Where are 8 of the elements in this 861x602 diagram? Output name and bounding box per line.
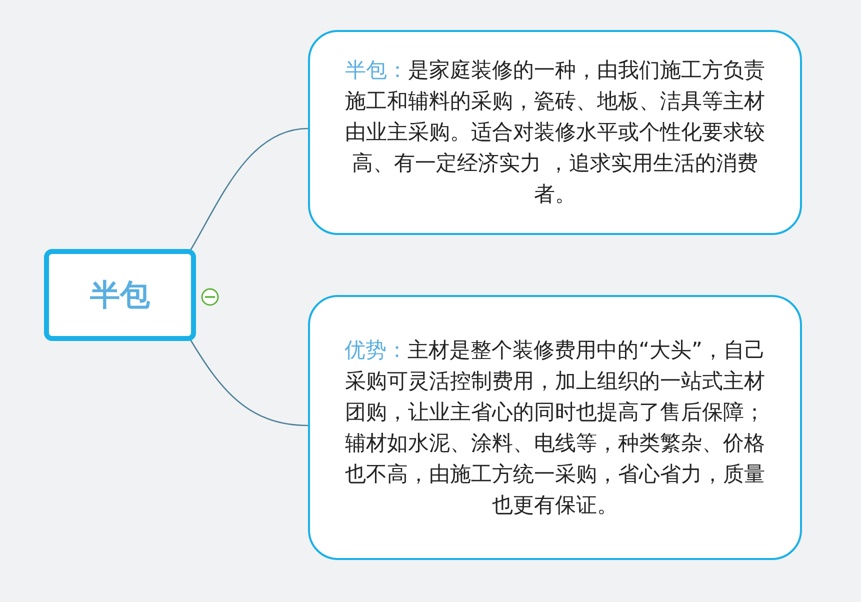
subtopic-box [308, 295, 802, 560]
connector-line [189, 338, 308, 426]
connector-line [189, 128, 308, 252]
description-text: 优势：主材是整个装修费用中的“大头”，自己采购可灵活控制费用，加上组织的一站式主材团购，让业主省心的同时也提高了售后保障；辅材如水泥、涂料、电线等，种类繁杂、价格也不高，由施工方统一采购，省心省力，质量也更有保证。 [344, 336, 766, 518]
subtopic-box [308, 30, 802, 235]
description-text: 半包：是家庭装修的一种，由我们施工方负责施工和辅料的采购，瓷砖、地板、洁具等主材由业主采购。适合对装修水平或个性化要求较高、有一定经济实力 ，追求实用生活的消费者。 [344, 57, 766, 208]
topic-box [44, 249, 196, 341]
topic-label: 半包 [90, 276, 150, 314]
